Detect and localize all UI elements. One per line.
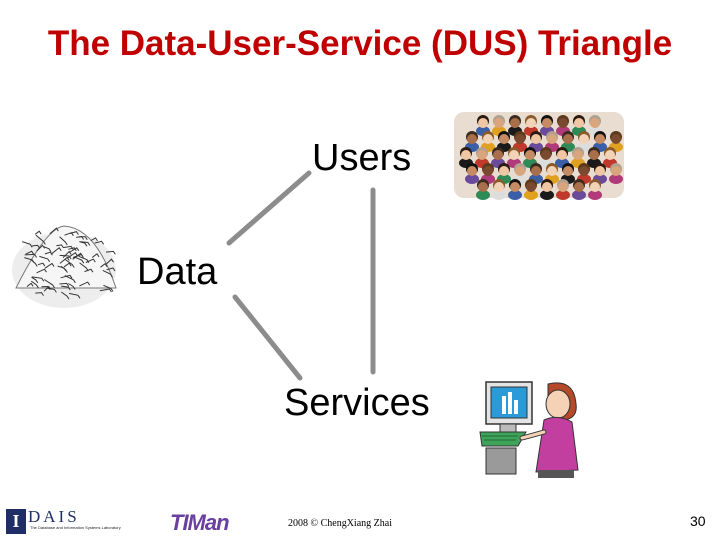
computer-user-image [479,381,579,478]
timan-logo: TIMan [170,510,230,535]
crowd-image [454,112,624,200]
slide-title: The Data-User-Service (DUS) Triangle [47,24,673,63]
dais-logo-word: DAIS [28,507,80,526]
edge-users-data [226,170,312,246]
paper-pile-image [12,225,117,308]
edge-data-services [232,294,303,381]
dais-logo-letter: I [6,509,26,534]
dais-logo-subtitle: The Database and Information Systems Lab… [30,525,121,530]
users-label: Users [312,137,412,179]
data-label: Data [137,251,218,293]
services-label: Services [284,382,430,424]
page-number: 30 [690,513,706,529]
copyright-text: 2008 © ChengXiang Zhai [288,518,392,529]
